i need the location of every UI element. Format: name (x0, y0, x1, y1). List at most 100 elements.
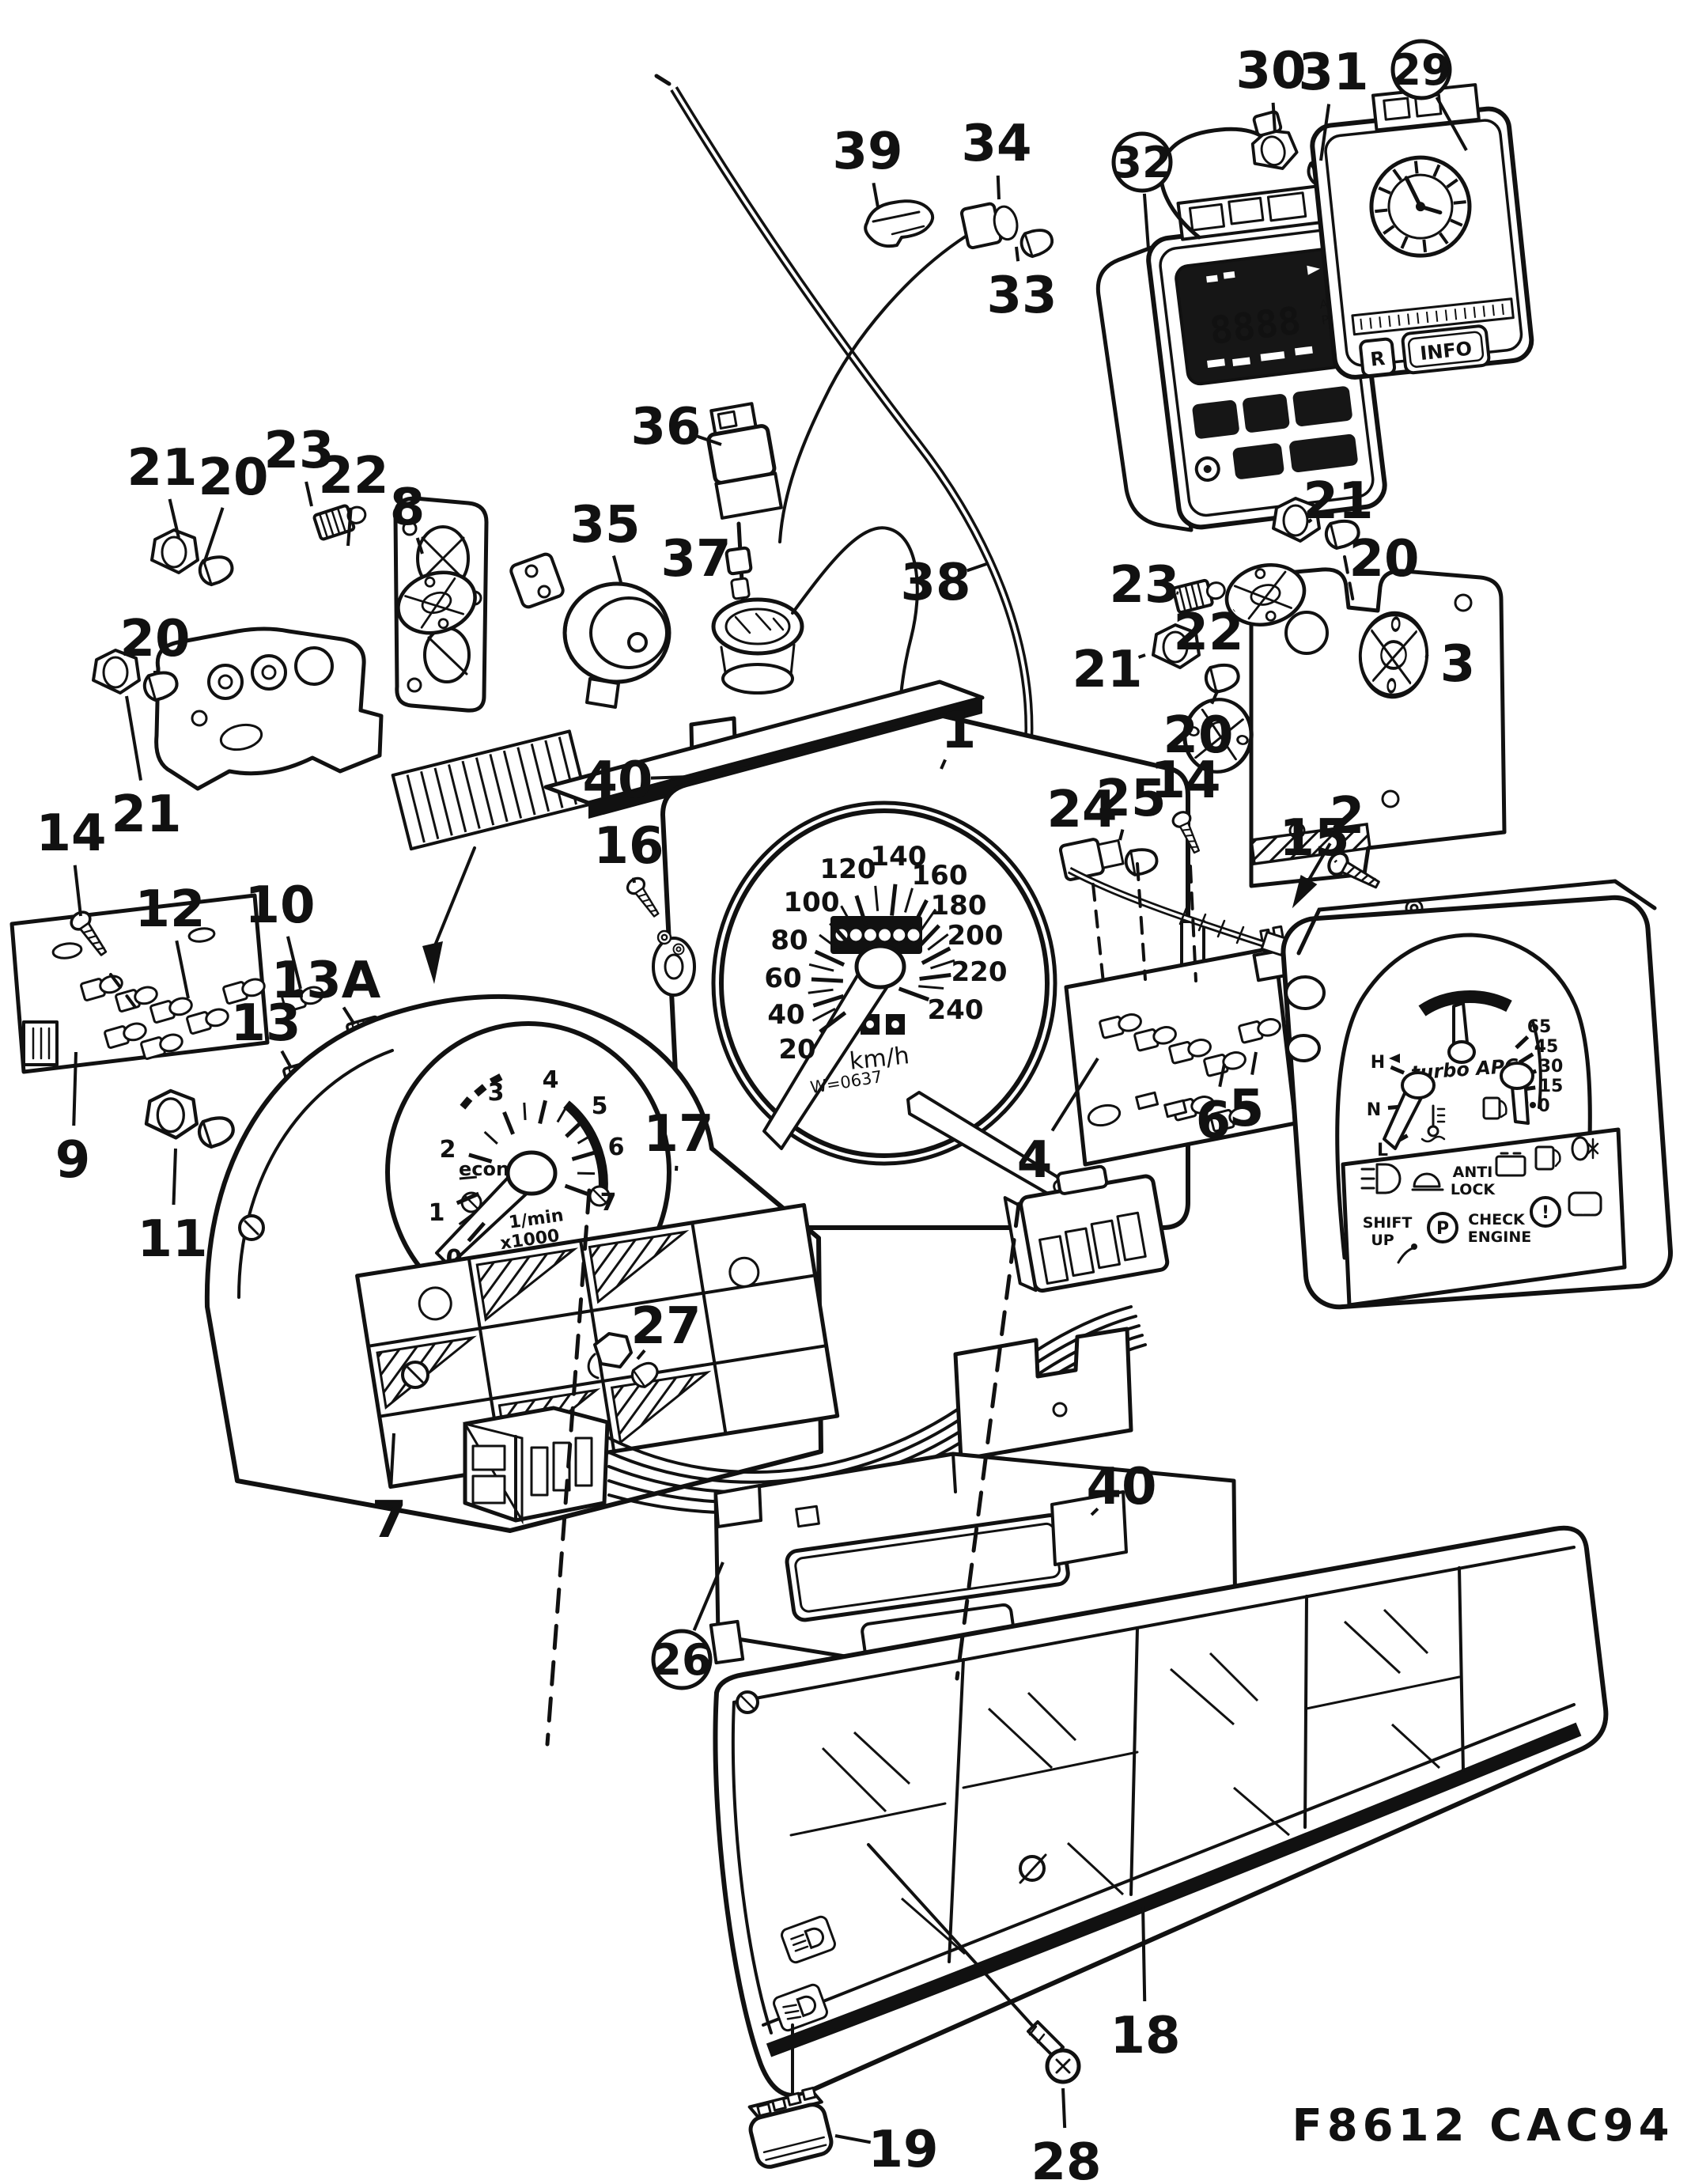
callout-leader (1271, 102, 1277, 134)
callout-4: 4 (1017, 1057, 1099, 1190)
callout-circle (1111, 131, 1173, 193)
callout-leader (172, 1148, 177, 1206)
callout-14: 14 (1150, 751, 1221, 813)
callout-13: 13 (230, 994, 301, 1069)
speedo-label-220: 220 (951, 956, 1008, 988)
callout-34: 34 (961, 115, 1032, 200)
callout-leader (305, 481, 313, 507)
odometer-digit (879, 929, 891, 941)
speedo-label-240: 240 (928, 994, 984, 1026)
temp-scale: HNL (1367, 1053, 1409, 1160)
speedo-tick (854, 895, 868, 927)
speedo-label-100: 100 (784, 887, 840, 918)
callout-30: 30 (1235, 42, 1307, 134)
callout-leader (834, 2134, 872, 2144)
callout-9: 9 (55, 1051, 91, 1190)
callout-40: 40 (1086, 1458, 1156, 1516)
display-arrow-icon (1307, 265, 1320, 275)
left-pcb-assembly (9, 893, 398, 1149)
gear-lever-icon (1397, 1243, 1417, 1264)
fuel-label-45: 45 (1534, 1037, 1559, 1057)
callout-number: 14 (1150, 751, 1220, 810)
screw-28 (867, 1843, 1081, 2084)
callout-20: 20 (198, 449, 269, 564)
module-button (1232, 443, 1284, 479)
tach-tick (564, 1183, 588, 1196)
callout-leader (202, 507, 225, 564)
callout-number: 23 (1109, 556, 1179, 615)
callout-6: 6 (1196, 1063, 1231, 1150)
module-button (1243, 394, 1290, 433)
callout-number: 22 (318, 447, 388, 505)
fuel-label-30: 30 (1539, 1057, 1564, 1077)
callout-number: 17 (643, 1105, 713, 1164)
speedo-label-200: 200 (948, 920, 1004, 952)
speedo-label-140: 140 (871, 841, 927, 872)
temp-label-H: H (1371, 1053, 1385, 1073)
speedo-minor-tick (811, 1008, 836, 1022)
odometer-digit (864, 929, 876, 941)
callout-14: 14 (36, 804, 107, 917)
odometer-digit (907, 929, 920, 941)
speedo-minor-tick (808, 963, 834, 972)
callout-number: 38 (900, 554, 970, 612)
speedo-minor-tick (808, 988, 834, 994)
speedo-tick (910, 899, 929, 929)
callout-leader (346, 507, 353, 547)
callout-number: 11 (137, 1210, 207, 1269)
tach-label-5: 5 (592, 1092, 608, 1120)
callout-number: 27 (630, 1297, 701, 1356)
callout-leader (72, 1051, 78, 1126)
callout-leader (342, 1006, 356, 1026)
speedo-label-180: 180 (931, 890, 987, 922)
lens-lowbeam-icon (773, 1983, 828, 2032)
temp-label-N: N (1367, 1100, 1381, 1120)
parking-brake-icon (1427, 1212, 1458, 1243)
fuel-level-icon (1482, 1096, 1508, 1120)
callout-37: 37 (660, 530, 731, 589)
callout-leader (611, 555, 623, 586)
callout-23: 23 (263, 422, 335, 507)
callout-number: 21 (1072, 641, 1142, 699)
battery-icon (1495, 1152, 1526, 1177)
callout-number: 9 (55, 1131, 91, 1190)
callout-number: 30 (1235, 42, 1306, 100)
callout-circle (651, 1629, 713, 1690)
callout-number: 7 (372, 1491, 407, 1550)
tach-label-7: 7 (600, 1189, 617, 1217)
check-engine-label-1: CHECK (1468, 1211, 1526, 1228)
callout-number: 39 (832, 123, 902, 181)
callout-21: 21 (111, 695, 182, 844)
callout-29: 29 (1390, 39, 1468, 151)
callout-26: 26 (651, 1561, 724, 1690)
callout-number: 36 (630, 398, 701, 456)
callout-21: 21 (1303, 472, 1373, 531)
coolant-temp-icon (1421, 1104, 1446, 1143)
callout-leader (1141, 1904, 1147, 2002)
fuel-tick (1518, 1052, 1534, 1065)
speedo-tick (898, 986, 930, 1001)
callout-number: 6 (1196, 1092, 1231, 1150)
callout-number: 18 (1110, 2007, 1180, 2065)
callout-leader (1061, 2087, 1067, 2129)
callout-39: 39 (832, 123, 903, 208)
callout-19: 19 (834, 2121, 939, 2179)
callout-number: 31 (1298, 44, 1368, 102)
speedo-unit-label: km/h (848, 1042, 910, 1076)
callout-number: 12 (134, 880, 205, 939)
callout-number: 32 (1112, 138, 1171, 187)
analog-clock-module: R INFO (1310, 83, 1534, 380)
lens-glare-strokes (821, 1608, 1441, 1955)
parking-brake-p: P (1436, 1219, 1449, 1239)
terminal-37 (724, 546, 753, 576)
connector-36 (706, 402, 783, 520)
tach-minor-tick (556, 1106, 568, 1123)
callout-leader (1137, 653, 1146, 659)
tach-tick (467, 1221, 486, 1243)
callout-23: 23 (1109, 556, 1179, 615)
callout-number: 13A (271, 952, 381, 1010)
tach-tick (538, 1100, 547, 1125)
